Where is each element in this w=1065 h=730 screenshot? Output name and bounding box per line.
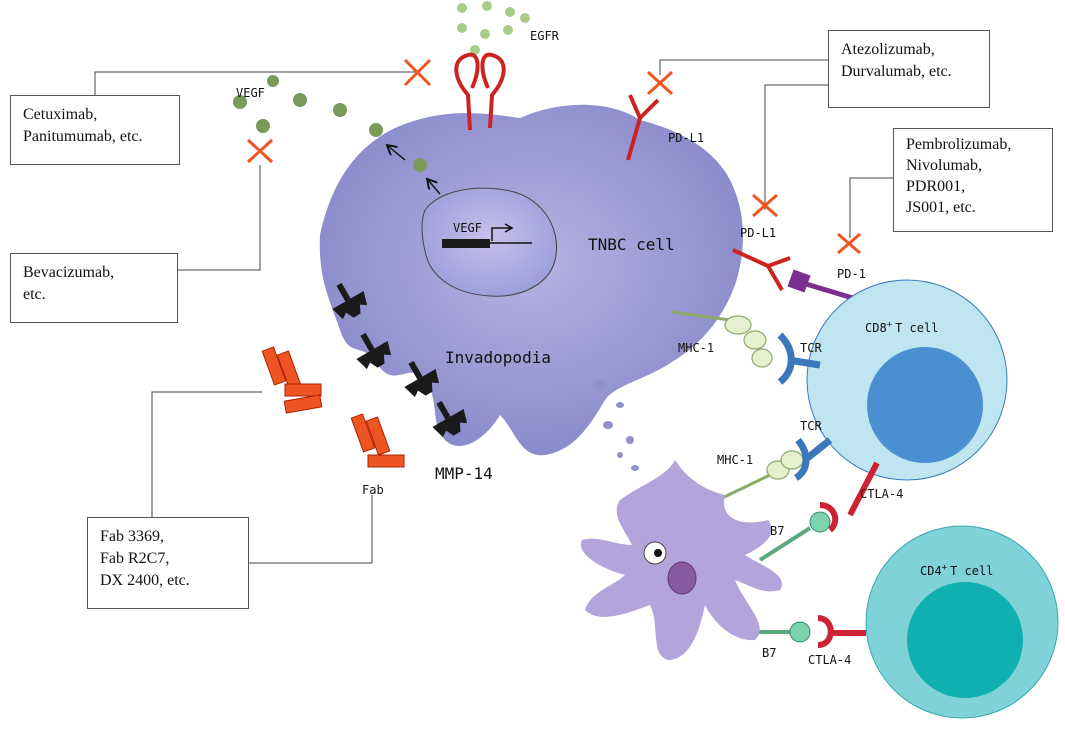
fab-fragment-icon — [261, 346, 323, 414]
drug-name: Durvalumab, etc. — [841, 63, 952, 80]
egfr-drug-box: Cetuximab, Panitumumab, etc. — [10, 95, 180, 165]
b7-icon — [758, 511, 831, 562]
drug-name: etc. — [23, 286, 46, 303]
ctla4-label-bottom: CTLA-4 — [808, 653, 851, 667]
egf-ligand-dots — [457, 1, 530, 55]
tcr-label-top: TCR — [800, 341, 822, 355]
drug-name: JS001, etc. — [906, 199, 976, 216]
drug-name: Pembrolizumab, — [906, 136, 1012, 153]
ctla4-icon — [819, 461, 880, 533]
vegf-gene-icon — [442, 223, 532, 248]
invadopodia-label: Invadopodia — [445, 348, 551, 367]
drug-name: Fab 3369, — [100, 528, 164, 545]
antigen-debris — [594, 380, 639, 471]
pdl1-label-top: PD-L1 — [668, 131, 704, 145]
vegf-label: VEGF — [236, 86, 265, 100]
pdl1-drug-box: Atezolizumab, Durvalumab, etc. — [828, 30, 990, 108]
drug-name: Cetuximab, — [23, 106, 98, 123]
cd8-t-cell-label: CD8+T cell — [865, 320, 938, 335]
cd4-t-cell — [865, 525, 1059, 719]
b7-icon — [755, 621, 811, 643]
mmp14-drug-box: Fab 3369, Fab R2C7, DX 2400, etc. — [87, 517, 249, 609]
drug-name: Atezolizumab, — [841, 41, 935, 58]
cd4-t-cell-label: CD4+T cell — [920, 563, 993, 578]
egfr-label: EGFR — [530, 29, 560, 43]
b7-label-bottom: B7 — [762, 646, 776, 660]
vegf-gene-label: VEGF — [453, 221, 482, 235]
tcr-label-bottom: TCR — [800, 419, 822, 433]
drug-name: Fab R2C7, — [100, 550, 170, 567]
mhc1-icon — [671, 310, 773, 368]
drug-name: Nivolumab, — [906, 157, 982, 174]
inhibitor-x-icon — [403, 58, 432, 87]
pd1-label: PD-1 — [837, 267, 866, 281]
pdl1-label-mid: PD-L1 — [740, 226, 776, 240]
dendritic-cell — [580, 460, 782, 660]
mhc1-icon — [717, 450, 804, 502]
b7-label-top: B7 — [770, 524, 784, 538]
drug-name: Panitumumab, etc. — [23, 128, 143, 145]
egfr-receptor-icon — [454, 52, 506, 131]
inhibitor-x-icon — [752, 193, 778, 218]
tnbc-cell-label: TNBC cell — [588, 235, 675, 254]
pdl1-receptor-icon — [626, 94, 660, 161]
drug-name: PDR001, — [906, 178, 966, 195]
inhibitor-x-icon — [837, 232, 861, 255]
pdl1-receptor-icon — [732, 248, 791, 292]
mhc1-label-top: MHC-1 — [678, 341, 714, 355]
inhibitor-x-icon — [646, 70, 674, 96]
pd1-drug-box: Pembrolizumab, Nivolumab, PDR001, JS001,… — [893, 128, 1053, 232]
fab-fragment-icon — [350, 413, 405, 468]
ctla4-label-top: CTLA-4 — [860, 487, 903, 501]
mmp14-label: MMP-14 — [435, 464, 493, 483]
tcr-icon — [777, 332, 821, 385]
drug-name: Bevacizumab, — [23, 264, 115, 281]
cd8-t-cell — [806, 279, 1008, 481]
mhc1-label-bottom: MHC-1 — [717, 453, 753, 467]
tcr-icon — [793, 437, 833, 481]
drug-name: DX 2400, etc. — [100, 572, 190, 589]
vegf-drug-box: Bevacizumab, etc. — [10, 253, 178, 323]
fab-label: Fab — [362, 483, 384, 497]
vegf-secretion — [233, 75, 441, 195]
ctla4-icon — [817, 615, 866, 648]
mmp14-icon — [332, 282, 468, 438]
inhibitor-x-icon — [246, 138, 274, 164]
connector-lines — [94, 59, 893, 564]
